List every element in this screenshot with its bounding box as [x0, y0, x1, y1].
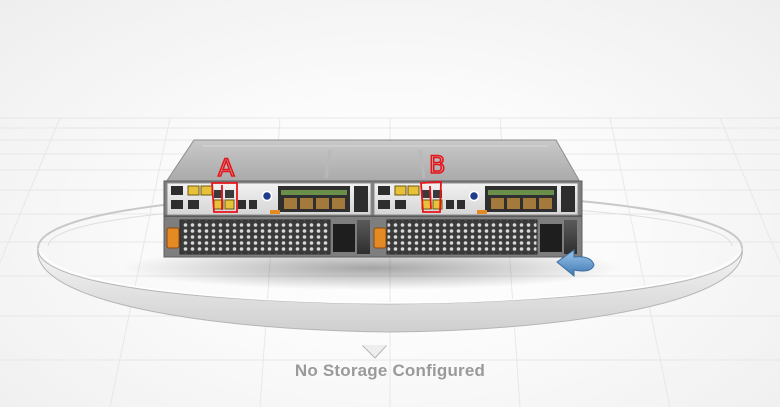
fan-grill-a — [179, 219, 331, 255]
no-storage-label: No Storage Configured — [294, 361, 486, 380]
annotation-box-a — [211, 182, 238, 213]
controller-b[interactable] — [373, 182, 579, 255]
annotation-label-b: B — [429, 151, 445, 179]
host-port-a2[interactable] — [225, 190, 234, 198]
status-led-a — [261, 190, 273, 202]
controller-a[interactable] — [166, 182, 372, 255]
ethernet-port-a1[interactable] — [187, 185, 200, 196]
rotate-arrow-icon[interactable] — [556, 249, 595, 278]
annotation-label-a: A — [218, 154, 235, 182]
annotation-box-b — [420, 181, 442, 213]
storage-enclosure[interactable] — [163, 139, 583, 258]
management-port-b[interactable] — [378, 186, 390, 195]
rotation-ring-front — [37, 247, 743, 359]
release-handle-a[interactable] — [166, 227, 180, 249]
ethernet-port-a2[interactable] — [200, 185, 213, 196]
host-port-a1[interactable] — [214, 190, 223, 198]
status-led-b — [468, 190, 480, 202]
host-port-b1[interactable] — [422, 190, 431, 198]
fan-grill-b — [386, 219, 538, 255]
ring-pointer — [361, 345, 388, 359]
management-port-a[interactable] — [171, 186, 183, 195]
host-port-b2[interactable] — [433, 190, 442, 198]
ethernet-port-b2[interactable] — [407, 185, 420, 196]
ethernet-port-b1[interactable] — [394, 185, 407, 196]
release-handle-b[interactable] — [373, 227, 387, 249]
